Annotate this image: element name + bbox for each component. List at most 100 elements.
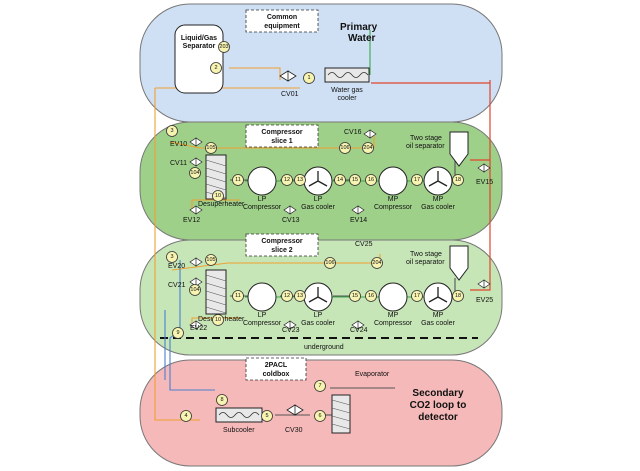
coldbox-tag (245, 357, 307, 381)
svg-text:2: 2 (214, 65, 217, 71)
mp-compressor-1 (378, 166, 408, 196)
fan-icon (428, 171, 448, 187)
svg-text:5: 5 (265, 413, 268, 419)
svg-text:16: 16 (368, 177, 374, 183)
svg-text:7: 7 (318, 383, 321, 389)
svg-text:105: 105 (206, 257, 215, 263)
two-stage-oil-separator-1 (449, 131, 469, 167)
svg-text:18: 18 (455, 293, 461, 299)
svg-text:9: 9 (176, 330, 179, 336)
svg-text:14: 14 (337, 177, 343, 183)
fan-icon (308, 171, 328, 187)
desuperheater-2-hatch (205, 274, 227, 314)
subcooler-coil (218, 412, 260, 418)
lp-compressor-2 (247, 282, 277, 312)
svg-text:203: 203 (219, 44, 228, 50)
svg-text:12: 12 (284, 177, 290, 183)
svg-text:15: 15 (352, 293, 358, 299)
evaporator-label: Evaporator (355, 371, 390, 378)
svg-text:4: 4 (184, 413, 187, 419)
svg-text:17: 17 (414, 177, 420, 183)
svg-text:104: 104 (190, 170, 199, 176)
svg-text:3: 3 (170, 254, 173, 260)
stream-nodes: 203 2 1 3 105 104 10 11 12 13 14 15 16 1… (166, 41, 464, 422)
desuperheater-1-hatch (205, 159, 227, 199)
common-equipment-tag (245, 9, 319, 33)
svg-text:11: 11 (235, 293, 241, 299)
mp-compressor-2 (378, 282, 408, 312)
cv23-label: CV23 (282, 327, 300, 334)
ev22-label: EV22 (190, 325, 207, 332)
cv21-label: CV21 (168, 282, 186, 289)
valve-icons (189, 129, 491, 330)
lp-compressor-1 (247, 166, 277, 196)
desuperheater-2 (205, 269, 227, 315)
two-stage-oil-separator-2 (449, 245, 469, 281)
hot-pipes (371, 80, 491, 291)
ev12-label: EV12 (183, 217, 200, 224)
ev14-label: EV14 (350, 217, 367, 224)
evaporator-hatch (331, 399, 351, 430)
desuperheater-1-label: Desuperheater (198, 201, 245, 208)
svg-text:16: 16 (368, 293, 374, 299)
ev15-label: EV15 (476, 179, 493, 186)
underground-label: underground (304, 344, 344, 351)
svg-text:3: 3 (170, 128, 173, 134)
svg-text:13: 13 (297, 177, 303, 183)
svg-text:13: 13 (297, 293, 303, 299)
cv01-valve-icon (279, 70, 297, 82)
svg-text:8: 8 (220, 397, 223, 403)
svg-text:204: 204 (372, 260, 381, 266)
svg-text:104: 104 (190, 287, 199, 293)
svg-text:10: 10 (215, 193, 221, 199)
ev20-label: EV20 (168, 263, 185, 270)
cv01-label: CV01 (281, 91, 299, 98)
svg-text:106: 106 (340, 145, 349, 151)
svg-text:1: 1 (307, 75, 310, 81)
cv11-label: CV11 (170, 160, 187, 167)
water-gas-cooler (324, 67, 370, 83)
fan-icon (308, 287, 328, 303)
cv30-valve-icon (286, 404, 304, 416)
svg-text:17: 17 (414, 293, 420, 299)
cv24-label: CV24 (350, 327, 368, 334)
cv25-label: CV25 (355, 241, 373, 248)
subcooler (215, 407, 263, 423)
svg-text:18: 18 (455, 177, 461, 183)
svg-text:15: 15 (352, 177, 358, 183)
slice1-tag (245, 124, 319, 148)
svg-text:12: 12 (284, 293, 290, 299)
svg-text:106: 106 (325, 260, 334, 266)
svg-text:11: 11 (235, 177, 241, 183)
ev25-label: EV25 (476, 297, 493, 304)
svg-text:204: 204 (363, 145, 372, 151)
fan-icon (428, 287, 448, 303)
ev10-label: EV10 (170, 141, 187, 148)
cv30-label: CV30 (285, 427, 303, 434)
evaporator (331, 394, 351, 434)
water-gas-cooler-coil (327, 72, 369, 78)
svg-text:6: 6 (318, 413, 321, 419)
svg-text:10: 10 (215, 317, 221, 323)
svg-text:105: 105 (206, 145, 215, 151)
cold-pipes (164, 260, 215, 391)
cv13-label: CV13 (282, 217, 300, 224)
